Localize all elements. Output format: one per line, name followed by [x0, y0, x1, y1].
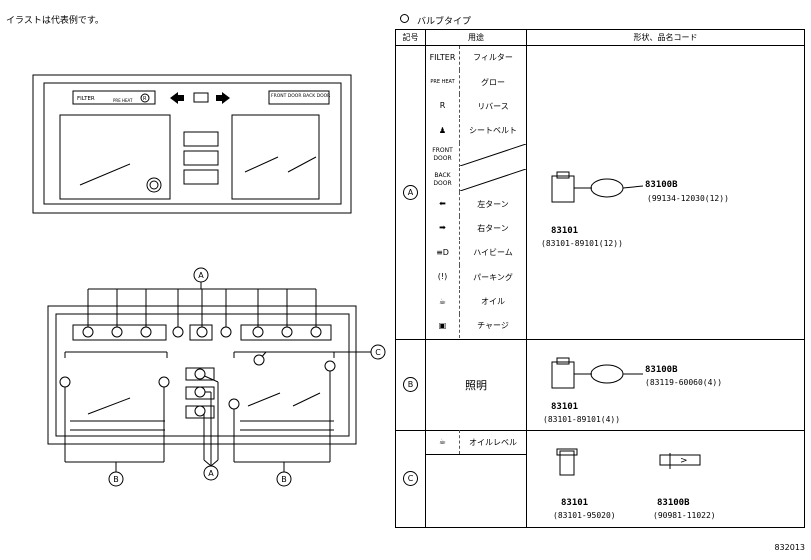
- part-a-bulb-code: (99134-12030(12)): [647, 194, 729, 203]
- panel-preheat-label: PRE HEAT: [113, 98, 133, 103]
- part-c-bulb-name: 83100B: [657, 497, 690, 508]
- part-a-bulb-name: 83100B: [645, 180, 678, 190]
- callout-c: [370, 344, 386, 360]
- col-shape: 形状、品名コード: [526, 29, 805, 46]
- wedge-bulb-icon: >: [556, 448, 701, 476]
- panel-filter-label: FILTER: [77, 96, 95, 102]
- oil-icon: ☕: [426, 430, 460, 455]
- diagram-number: 832013: [774, 543, 805, 552]
- bulb-socket-icon: [551, 171, 644, 203]
- callout-b-right-label: B: [281, 475, 287, 484]
- left-arrow-icon: [170, 92, 184, 104]
- seatbelt-icon: ♟: [426, 118, 460, 143]
- part-b-bulb-code: (83119-60060(4)): [645, 377, 723, 387]
- svg-text:>: >: [680, 456, 688, 466]
- code-a: A: [403, 184, 418, 200]
- diagonal-slash: [460, 144, 526, 167]
- note-text: イラストは代表例です。: [6, 16, 104, 26]
- high-beam-icon: ≡D: [426, 240, 460, 265]
- diagonal-slash: [460, 168, 526, 191]
- battery-icon: ▣: [426, 314, 460, 338]
- reverse-symbol: R: [426, 94, 460, 119]
- callout-a-top-label: A: [198, 271, 204, 280]
- code-c: C: [403, 471, 418, 487]
- part-b-bulb-name: 83100B: [645, 364, 678, 375]
- callout-b-right: [276, 471, 292, 487]
- uses-c: ☕オイルレベル: [425, 429, 527, 528]
- col-code: 記号: [395, 29, 426, 46]
- part-b-socket-name: 83101: [551, 401, 579, 412]
- callout-a-top: [193, 267, 209, 283]
- parking-icon: (!): [426, 265, 460, 290]
- callout-a-bottom: [203, 465, 219, 481]
- parts-c: > 83101 (83101-95020) 83100B (90981-1102…: [526, 429, 805, 528]
- oil-icon: ☕: [426, 289, 460, 314]
- panel-reverse-label: R: [143, 96, 147, 102]
- callout-b-left: [108, 471, 124, 487]
- right-arrow-icon: ➡: [426, 216, 460, 241]
- cluster-diagram: A B B A C FILTER PRE HEAT R FRONT DOOR B…: [32, 74, 386, 487]
- bulb-socket-icon: [551, 357, 643, 389]
- callout-b-left-label: B: [113, 475, 119, 484]
- part-c-socket-name: 83101: [561, 497, 589, 508]
- high-beam-icon: [193, 92, 209, 103]
- cluster-inner: [43, 82, 342, 205]
- callout-a-bottom-label: A: [208, 469, 214, 478]
- parts-b: 83100B (83119-60060(4)) 83101 (83101-891…: [526, 338, 805, 431]
- panel-back-door-label: BACK DOOR: [303, 93, 330, 99]
- callout-c-label: C: [375, 348, 381, 357]
- use-b-label: 照明: [425, 338, 527, 431]
- left-arrow-icon: ⬅: [426, 192, 460, 217]
- preheat-symbol: PRE HEAT: [426, 70, 460, 95]
- panel-front-door-label: FRONT DOOR: [271, 93, 301, 99]
- part-c-socket-code: (83101-95020): [553, 510, 616, 520]
- filter-symbol: FILTER: [426, 45, 460, 70]
- bulb-type-circle-icon: [400, 14, 409, 23]
- part-a-socket-name: 83101: [551, 226, 579, 236]
- parts-a: 83100B (99134-12030(12)) 83101 (83101-89…: [526, 45, 805, 340]
- front-door-symbol: FRONT DOOR: [426, 143, 460, 168]
- code-b: B: [403, 377, 418, 393]
- bulb-type-title: バルブタイプ: [417, 17, 472, 27]
- part-c-bulb-code: (90981-11022): [653, 510, 716, 520]
- part-b-socket-code: (83101-89101(4)): [543, 414, 621, 424]
- col-use: 用途: [425, 29, 527, 46]
- back-door-symbol: BACK DOOR: [426, 167, 460, 192]
- part-a-socket-code: (83101-89101(12)): [541, 239, 623, 248]
- right-arrow-icon: [216, 92, 230, 104]
- cluster-outer: [32, 74, 352, 214]
